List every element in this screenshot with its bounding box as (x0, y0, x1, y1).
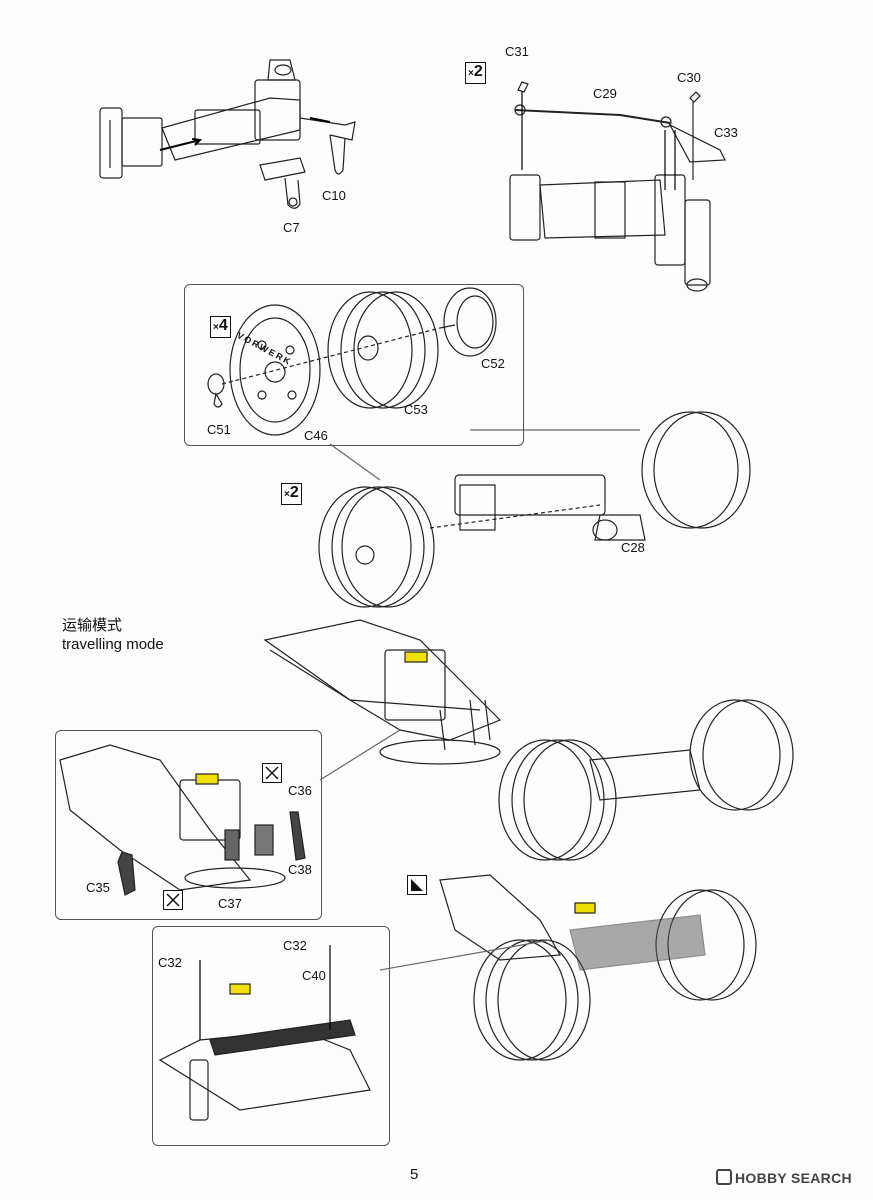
part-label-c46: C46 (304, 428, 328, 443)
linkage-detail-inset (152, 926, 390, 1146)
part-label-c32-right: C32 (283, 938, 307, 953)
travelling-mode-drawing (263, 619, 794, 861)
part-label-c29: C29 (593, 86, 617, 101)
detail-inset-drawing (59, 744, 306, 896)
part-label-c37: C37 (218, 896, 242, 911)
part-label-c33: C33 (714, 125, 738, 140)
heading-english: travelling mode (62, 636, 164, 653)
part-label-c32-left: C32 (158, 955, 182, 970)
watermark-text: HOBBY SEARCH (735, 1170, 852, 1186)
watermark-logo-icon (716, 1169, 732, 1185)
page-number: 5 (410, 1166, 419, 1183)
part-label-c28: C28 (621, 540, 645, 555)
part-label-c31: C31 (505, 44, 529, 59)
travelling-mode-heading: 运输模式 travelling mode (62, 616, 164, 654)
watermark: HOBBY SEARCH (716, 1169, 852, 1186)
part-label-c38: C38 (288, 862, 312, 877)
multiplier-icon: ×2 (465, 62, 486, 84)
part-label-c36: C36 (288, 783, 312, 798)
step3-axle-wheel-drawing (318, 411, 751, 608)
part-label-c51: C51 (207, 422, 231, 437)
wheel-assembly-inset (184, 284, 524, 446)
paint-icon (407, 875, 427, 895)
brake-detail-inset (55, 730, 322, 920)
part-label-c35: C35 (86, 880, 110, 895)
step4-assembly-drawing (379, 874, 757, 1061)
part-label-c52: C52 (481, 356, 505, 371)
cut-icon (262, 763, 282, 783)
part-label-c30: C30 (677, 70, 701, 85)
multiplier-icon: ×2 (281, 483, 302, 505)
step4-inset-drawing (158, 945, 371, 1121)
part-label-c40: C40 (302, 968, 326, 983)
part-label-c53: C53 (404, 402, 428, 417)
part-label-c10: C10 (322, 188, 346, 203)
step1-axle-drawing (99, 59, 356, 209)
step2-axle-drawing (509, 81, 726, 292)
heading-chinese: 运输模式 (62, 617, 123, 634)
part-label-c7: C7 (283, 220, 300, 235)
wheel-inset-drawing (207, 287, 497, 436)
multiplier-icon: ×4 (210, 316, 231, 338)
cut-icon (163, 890, 183, 910)
